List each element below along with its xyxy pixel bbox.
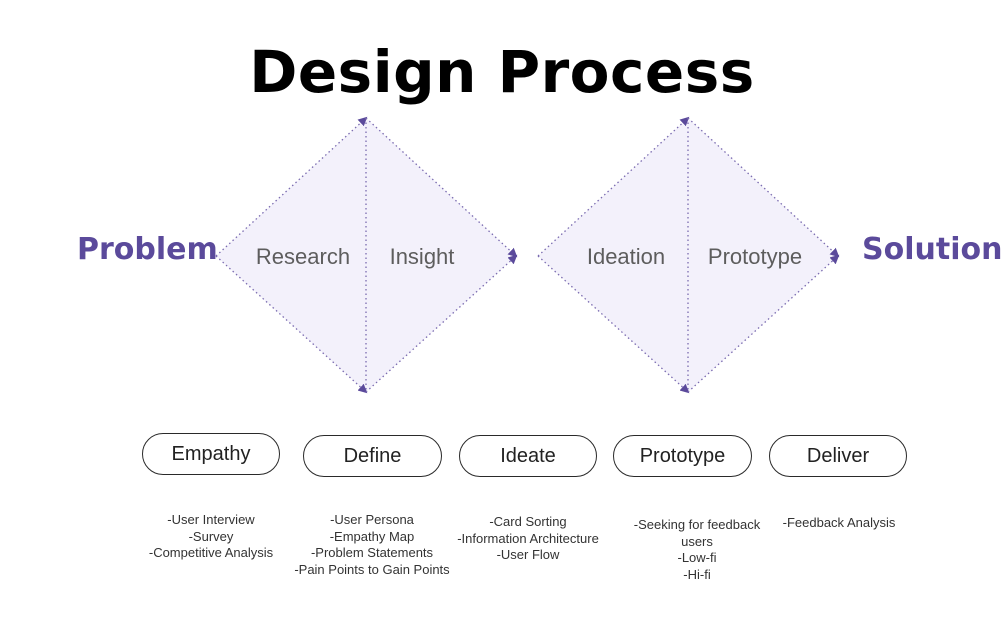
stage-prototype[interactable]: Prototype: [613, 435, 752, 477]
list-item: -User Flow: [496, 547, 560, 562]
prototype-activities-list: -Seeking for feedback users -Low-fi -Hi-…: [622, 517, 772, 583]
diamond-develop-deliver: [538, 118, 838, 392]
diamond-2-left-label: Ideation: [586, 244, 666, 269]
list-item: -Seeking for feedback users: [633, 517, 761, 549]
list-item: -Low-fi: [677, 550, 717, 565]
diamond-2-right-label: Prototype: [707, 244, 803, 269]
diamond-1-left-label: Research: [255, 244, 351, 269]
stage-empathy[interactable]: Empathy: [142, 433, 280, 475]
page-title: Design Process: [249, 38, 755, 106]
deliver-activities-list: -Feedback Analysis: [739, 515, 939, 532]
list-item: -Hi-fi: [683, 566, 711, 582]
empathy-activities-list: -User Interview -Survey -Competitive Ana…: [111, 512, 311, 562]
diamond-discover-define: [216, 118, 516, 392]
list-item: -User Persona: [330, 512, 414, 527]
start-label-problem: Problem: [77, 232, 218, 267]
list-item: -Pain Points to Gain Points: [294, 561, 450, 577]
ideate-activities-list: -Card Sorting -Information Architecture …: [428, 514, 628, 564]
list-item: -Survey: [188, 528, 234, 544]
list-item: -Competitive Analysis: [148, 545, 274, 560]
list-item: -Feedback Analysis: [782, 515, 896, 530]
stage-ideate[interactable]: Ideate: [459, 435, 597, 477]
define-activities-list: -User Persona -Empathy Map -Problem Stat…: [272, 512, 472, 578]
list-item: -Card Sorting: [489, 514, 567, 529]
diamond-1-right-label: Insight: [389, 244, 455, 269]
list-item: -Empathy Map: [329, 528, 415, 544]
list-item: -Problem Statements: [310, 545, 434, 560]
end-label-solution: Solution: [862, 232, 1003, 267]
list-item: -Information Architecture: [457, 530, 599, 546]
stage-define[interactable]: Define: [303, 435, 442, 477]
stage-deliver[interactable]: Deliver: [769, 435, 907, 477]
list-item: -User Interview: [167, 512, 255, 527]
